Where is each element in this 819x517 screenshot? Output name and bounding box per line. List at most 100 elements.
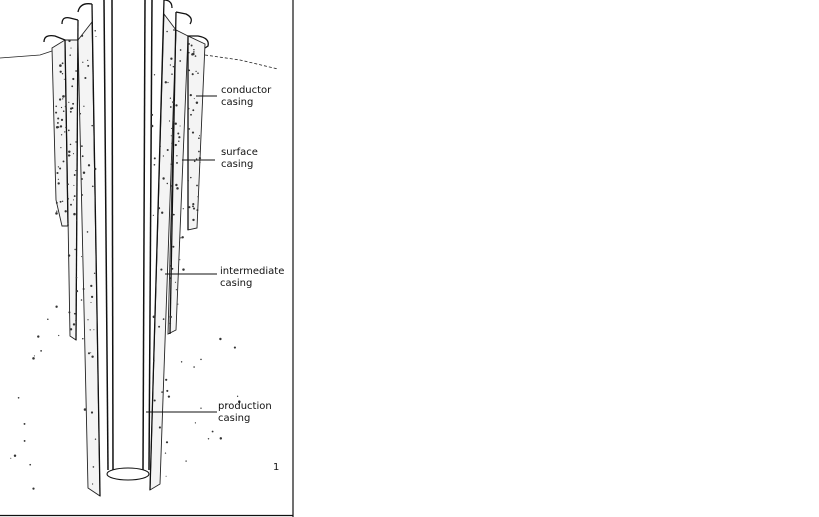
cement-speckle <box>64 95 66 97</box>
cement-speckle <box>62 98 64 100</box>
cement-speckle <box>199 161 201 164</box>
cement-speckle <box>179 259 181 261</box>
cement-speckle <box>164 81 167 84</box>
cement-speckle <box>165 378 168 381</box>
cement-speckle <box>67 198 70 200</box>
cement-speckle <box>40 350 42 352</box>
cement-speckle <box>191 131 195 134</box>
cement-surface <box>64 29 189 341</box>
cement-speckle <box>187 107 190 110</box>
cement-speckle <box>178 140 180 142</box>
cement-speckle <box>174 143 177 147</box>
cement-speckle <box>74 248 76 251</box>
cement-speckle <box>94 30 96 32</box>
cement-speckle <box>57 182 60 185</box>
cement-speckle <box>58 334 60 337</box>
cement-speckle <box>172 100 175 104</box>
cement-speckle <box>70 47 72 49</box>
cement-speckle <box>90 295 94 299</box>
cement-speckle <box>219 337 222 341</box>
label-production-casing: production casing <box>218 401 275 424</box>
cement-speckle <box>87 164 91 167</box>
cement-speckle <box>195 101 199 105</box>
cement-speckle <box>160 268 163 271</box>
cement-speckle <box>69 54 71 56</box>
cement-speckle <box>81 194 84 196</box>
cement-speckle <box>196 209 199 212</box>
cement-speckle <box>175 289 177 291</box>
cement-speckle <box>57 178 60 180</box>
cement-speckle <box>179 49 182 51</box>
cement-speckle <box>68 311 71 314</box>
cement-speckle <box>73 212 76 216</box>
intermediate-casing <box>77 0 173 497</box>
cement-speckle <box>152 315 156 319</box>
cement-speckle <box>172 65 175 68</box>
cement-speckle <box>32 487 35 490</box>
cement-speckle <box>173 29 175 31</box>
cement-speckle <box>158 207 161 210</box>
cement-speckle <box>61 73 64 75</box>
cement-speckle <box>68 150 71 154</box>
cement-speckle <box>80 256 83 258</box>
cement-speckle <box>91 124 93 127</box>
cement-speckle <box>92 466 95 468</box>
cement-speckle <box>68 101 70 103</box>
cement-speckle <box>192 207 196 210</box>
cement-speckle <box>68 39 71 43</box>
cement-speckle <box>67 129 70 132</box>
cement-speckle <box>197 196 199 198</box>
cement-speckle <box>67 254 71 257</box>
cement-speckle <box>59 200 62 203</box>
cement-speckle <box>175 104 178 107</box>
cement-speckle <box>178 136 181 139</box>
cement-speckle <box>194 422 197 424</box>
cement-speckle <box>188 128 191 130</box>
label-intermediate-casing: intermediate casing <box>220 266 288 289</box>
cement-speckle <box>192 52 195 56</box>
label-production-line1: production <box>218 401 272 412</box>
cement-speckle <box>93 272 96 274</box>
cement-speckle <box>164 452 167 454</box>
cement-speckle <box>67 154 71 157</box>
cement-speckle <box>69 328 73 331</box>
cement-speckle <box>60 134 63 136</box>
cement-speckle <box>190 44 193 47</box>
cement-speckle <box>72 77 75 81</box>
cement-speckle <box>87 64 90 67</box>
cement-speckle <box>47 318 49 320</box>
cement-speckle <box>190 176 192 179</box>
cement-speckle <box>165 475 167 477</box>
cement-speckle <box>80 299 83 301</box>
cement-speckle <box>176 155 178 157</box>
cement-speckle <box>166 30 168 33</box>
cement-speckle <box>188 52 190 54</box>
cement-speckle <box>170 163 173 165</box>
cement-speckle <box>171 73 173 75</box>
cement-speckle <box>81 178 83 180</box>
cement-speckle <box>75 70 77 72</box>
cement-speckle <box>87 59 89 62</box>
cement-speckle <box>75 290 79 293</box>
cement-speckle <box>169 64 172 66</box>
cement-speckle <box>179 60 182 62</box>
cement-speckle <box>179 125 181 127</box>
cement-speckle <box>198 150 200 153</box>
cement-speckle <box>83 408 87 411</box>
cement-speckle <box>91 355 94 358</box>
cement-speckle <box>195 70 197 73</box>
cement-speckle <box>193 160 196 163</box>
cement-speckle <box>198 137 200 140</box>
cement-speckle <box>90 411 94 414</box>
cement-speckle <box>182 208 184 210</box>
cement-speckle <box>193 98 195 100</box>
cement-speckle <box>207 438 210 440</box>
cement-speckle <box>72 199 75 201</box>
cement-speckle <box>59 125 62 128</box>
cement-speckle <box>61 200 64 202</box>
ground-surface <box>0 50 279 70</box>
cement-speckle <box>178 241 181 243</box>
cement-speckle <box>200 358 202 361</box>
cement-speckle <box>198 135 201 137</box>
cement-speckle <box>83 105 85 107</box>
